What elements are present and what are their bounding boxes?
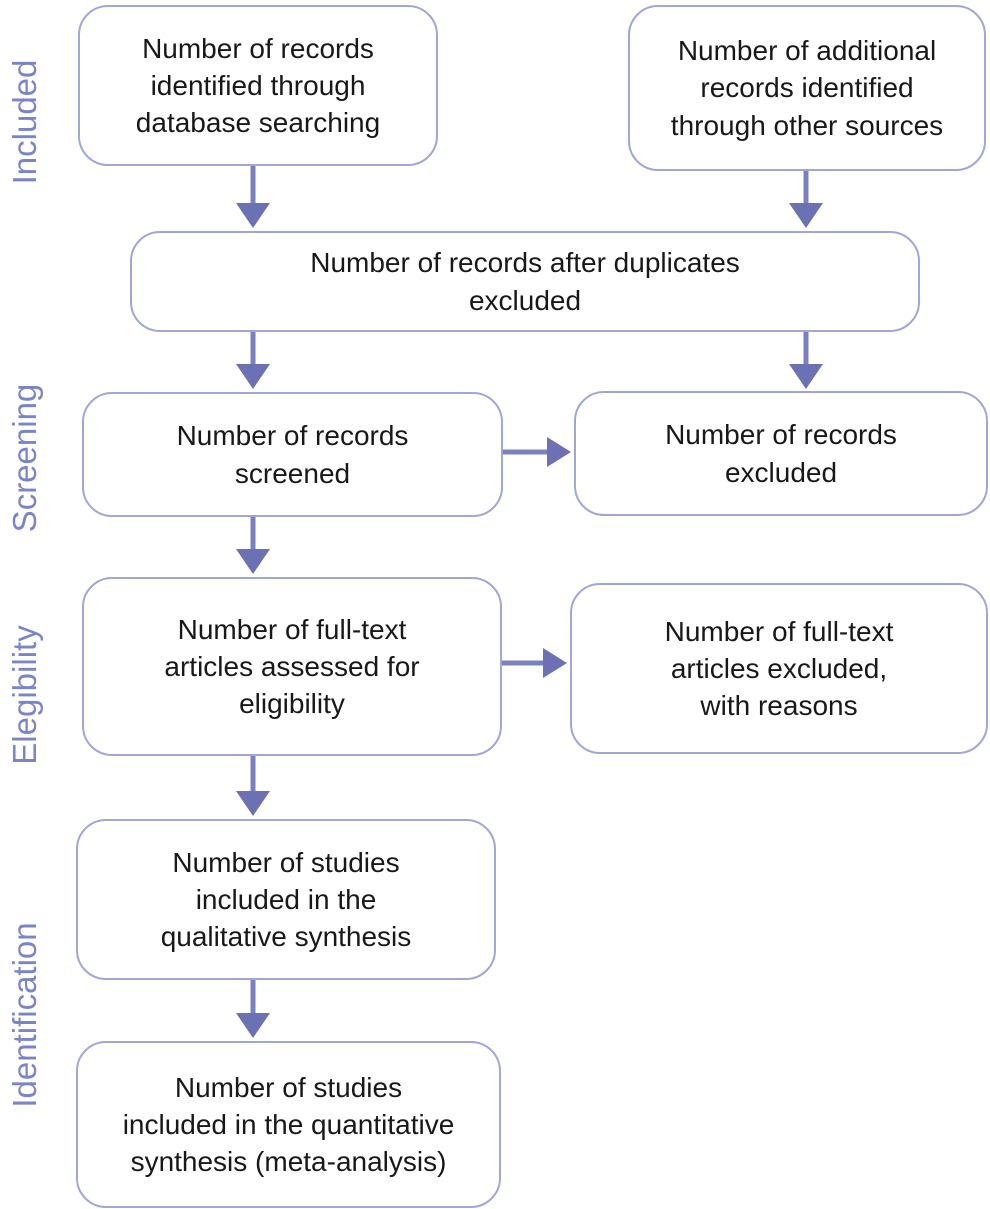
arrow-fulltext-assessed-to-fulltext-excluded [500,648,567,678]
node-text-line: Number of additional [677,35,937,67]
arrow-fulltext-assessed-to-qualitative [236,753,270,816]
node-text-line: Number of records [142,32,374,64]
arrow-db-search-to-dedup [236,163,270,228]
node-text-line: articles excluded, [670,652,888,684]
node-text-line: included in the [195,883,377,915]
node-text-line: eligibility [239,688,345,720]
node-fulltext-excluded: Number of full-text articles excluded, w… [570,583,988,754]
stage-label-included: Included [6,59,43,185]
arrow-other-sources-to-dedup [789,168,823,228]
arrow-screened-to-fulltext-assessed [236,514,270,574]
node-text-line: Number of records after duplicates [310,247,740,279]
node-text-line: Number of records [176,420,409,452]
arrow-dedup-to-screened [236,330,270,389]
node-text-line: screened [234,457,351,489]
arrow-screened-to-records-excluded [501,437,571,467]
node-text-line: Number of full-text [177,613,407,645]
node-text-line: excluded [468,284,582,316]
node-text-line: included in the quantitative [122,1108,455,1140]
node-records-screened: Number of records screened [82,392,503,517]
node-text-line: records identified [700,72,914,104]
node-text-line: Number of studies [174,1071,403,1103]
node-text-line: identified through [150,69,366,101]
node-text-line: database searching [135,107,381,139]
arrow-dedup-to-records-excluded [789,330,823,389]
node-text-line: Number of studies [172,846,400,878]
node-text-line: synthesis (meta-analysis) [130,1146,447,1178]
node-text-line: excluded [724,456,838,488]
node-qualitative-synthesis: Number of studies included in the qualit… [76,819,496,980]
node-db-search: Number of records identified through dat… [78,5,438,166]
stage-label-screening: Screening [6,383,43,533]
node-text-line: qualitative synthesis [160,921,412,953]
node-text-line: Number of full-text [664,615,894,647]
node-text-line: Number of records [665,419,897,451]
stage-label-elegibility: Elegibility [6,625,43,765]
node-other-sources: Number of additional records identified … [628,5,986,171]
arrow-qualitative-to-quantitative [236,977,270,1038]
node-fulltext-assessed: Number of full-text articles assessed fo… [82,577,502,756]
node-text-line: through other sources [670,109,944,141]
node-text-line: with reasons [700,690,858,722]
node-quantitative-synthesis: Number of studies included in the quanti… [76,1041,501,1208]
node-duplicates-excluded: Number of records after duplicates exclu… [130,231,920,332]
node-records-excluded: Number of records excluded [574,391,988,516]
stage-label-identification: Identification [6,922,43,1108]
node-text-line: articles assessed for [164,650,420,682]
